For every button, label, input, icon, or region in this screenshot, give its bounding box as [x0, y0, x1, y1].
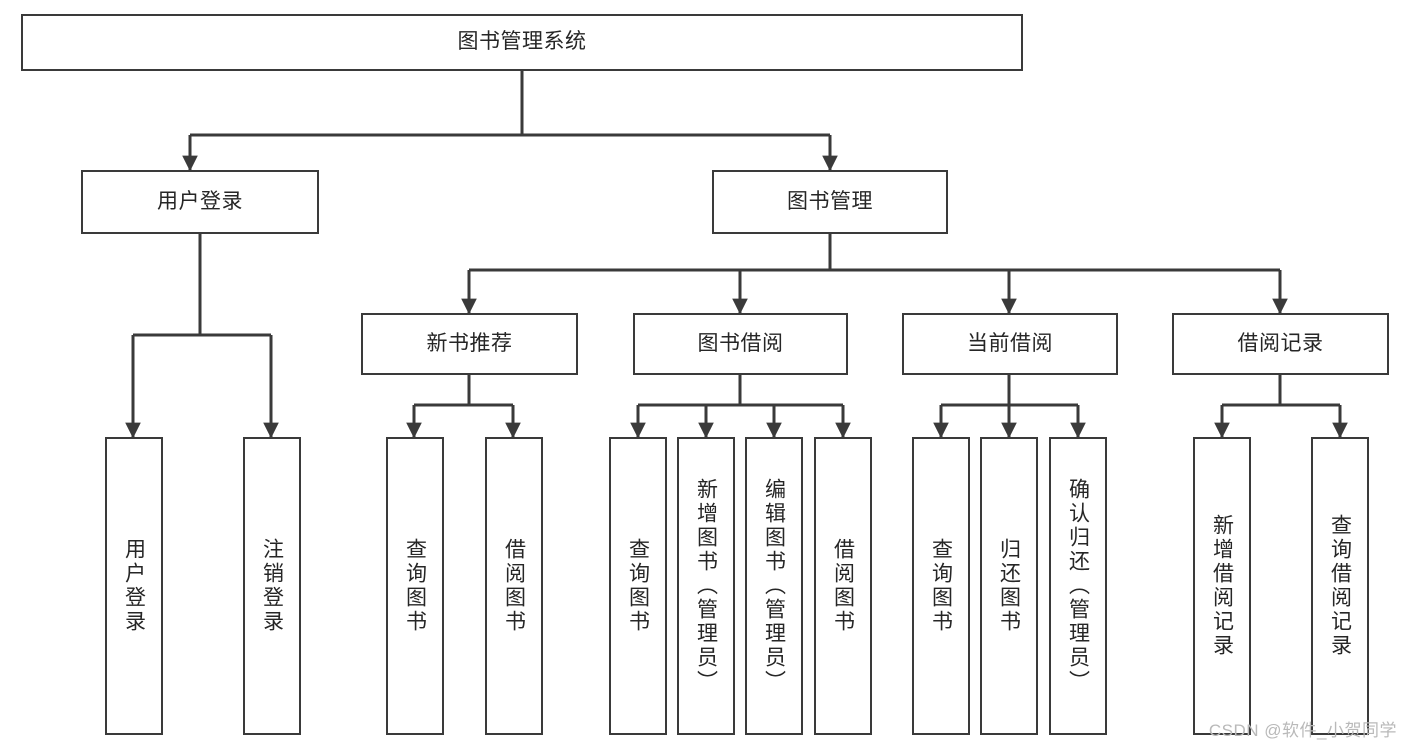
node-borrowing-records[interactable]: 借阅记录: [1172, 313, 1389, 375]
node-label: 查询图书: [403, 538, 427, 634]
node-new-book-recommendation[interactable]: 新书推荐: [361, 313, 578, 375]
node-label: 查询借阅记录: [1328, 514, 1352, 658]
leaf-book-borrow-add-book-admin[interactable]: 新增图书（管理员）: [677, 437, 735, 735]
node-label: 新增借阅记录: [1210, 514, 1234, 658]
leaf-new-book-query-books[interactable]: 查询图书: [386, 437, 444, 735]
leaf-borrow-record-query-record[interactable]: 查询借阅记录: [1311, 437, 1369, 735]
node-label: 图书借阅: [697, 331, 784, 355]
node-label: 新增图书（管理员）: [694, 478, 718, 694]
node-label: 确认归还（管理员）: [1066, 478, 1090, 694]
node-root-book-management-system[interactable]: 图书管理系统: [21, 14, 1023, 71]
node-label: 用户登录: [157, 189, 243, 213]
leaf-new-book-borrow-books[interactable]: 借阅图书: [485, 437, 543, 735]
leaf-current-borrow-confirm-return-admin[interactable]: 确认归还（管理员）: [1049, 437, 1107, 735]
node-label: 图书管理系统: [457, 30, 587, 54]
node-label: 借阅图书: [502, 538, 526, 634]
node-book-management[interactable]: 图书管理: [712, 170, 948, 234]
leaf-user-login-login[interactable]: 用户登录: [105, 437, 163, 735]
leaf-book-borrow-edit-book-admin[interactable]: 编辑图书（管理员）: [745, 437, 803, 735]
leaf-current-borrow-return-books[interactable]: 归还图书: [980, 437, 1038, 735]
node-label: 编辑图书（管理员）: [762, 478, 786, 694]
node-label: 归还图书: [997, 538, 1021, 634]
node-label: 图书管理: [787, 189, 873, 213]
node-label: 借阅图书: [831, 538, 855, 634]
node-label: 新书推荐: [426, 331, 513, 355]
node-user-login[interactable]: 用户登录: [81, 170, 319, 234]
leaf-user-login-logout[interactable]: 注销登录: [243, 437, 301, 735]
node-label: 注销登录: [260, 538, 284, 634]
node-label: 用户登录: [122, 538, 146, 634]
node-label: 借阅记录: [1237, 331, 1324, 355]
leaf-book-borrow-borrow-books[interactable]: 借阅图书: [814, 437, 872, 735]
leaf-borrow-record-add-record[interactable]: 新增借阅记录: [1193, 437, 1251, 735]
leaf-book-borrow-query-books[interactable]: 查询图书: [609, 437, 667, 735]
node-label: 查询图书: [929, 538, 953, 634]
node-current-borrowing[interactable]: 当前借阅: [902, 313, 1118, 375]
node-label: 查询图书: [626, 538, 650, 634]
node-book-borrowing[interactable]: 图书借阅: [633, 313, 848, 375]
csdn-watermark: CSDN @软件_小贺同学: [1208, 721, 1397, 740]
leaf-current-borrow-query-books[interactable]: 查询图书: [912, 437, 970, 735]
node-label: 当前借阅: [967, 331, 1053, 355]
